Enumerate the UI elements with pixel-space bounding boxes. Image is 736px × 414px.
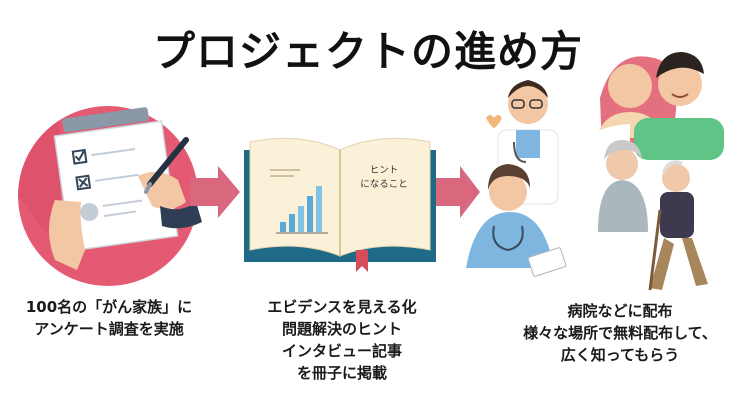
arrow-1: [190, 166, 240, 218]
arrow-2: [436, 166, 480, 218]
step-1-line-1: 100名の「がん家族」に: [25, 298, 193, 316]
step-3-line-3: 広く知ってもらう: [560, 346, 680, 364]
elderly-illustration: [598, 140, 708, 291]
step-3-line-2: 様々な場所で無料配布して、: [523, 324, 717, 342]
book-hint-line-2: になること: [360, 179, 408, 190]
survey-illustration: [18, 106, 202, 286]
step-2-line-2: 問題解決のヒント: [281, 320, 402, 338]
book-hint-line-1: ヒント: [369, 165, 399, 176]
page-title: プロジェクトの進め方: [152, 27, 583, 76]
step-1-line-2: アンケート調査を実施: [34, 320, 184, 338]
step-1-caption: 100名の「がん家族」に アンケート調査を実施: [16, 296, 202, 340]
step-2-line-3: インタビュー記事: [281, 342, 402, 360]
step-2-line-1: エビデンスを見える化: [267, 298, 417, 316]
book-illustration: [244, 137, 436, 272]
couple-illustration: [590, 52, 724, 160]
step-2-caption: エビデンスを見える化 問題解決のヒント インタビュー記事 を冊子に掲載: [250, 296, 434, 384]
step-2-line-4: を冊子に掲載: [296, 364, 387, 382]
book-hint-text: ヒント になること: [346, 164, 422, 192]
step-3-line-1: 病院などに配布: [567, 302, 673, 320]
step-3-caption: 病院などに配布 様々な場所で無料配布して、 広く知ってもらう: [518, 300, 722, 366]
nurse-illustration: [466, 164, 567, 277]
